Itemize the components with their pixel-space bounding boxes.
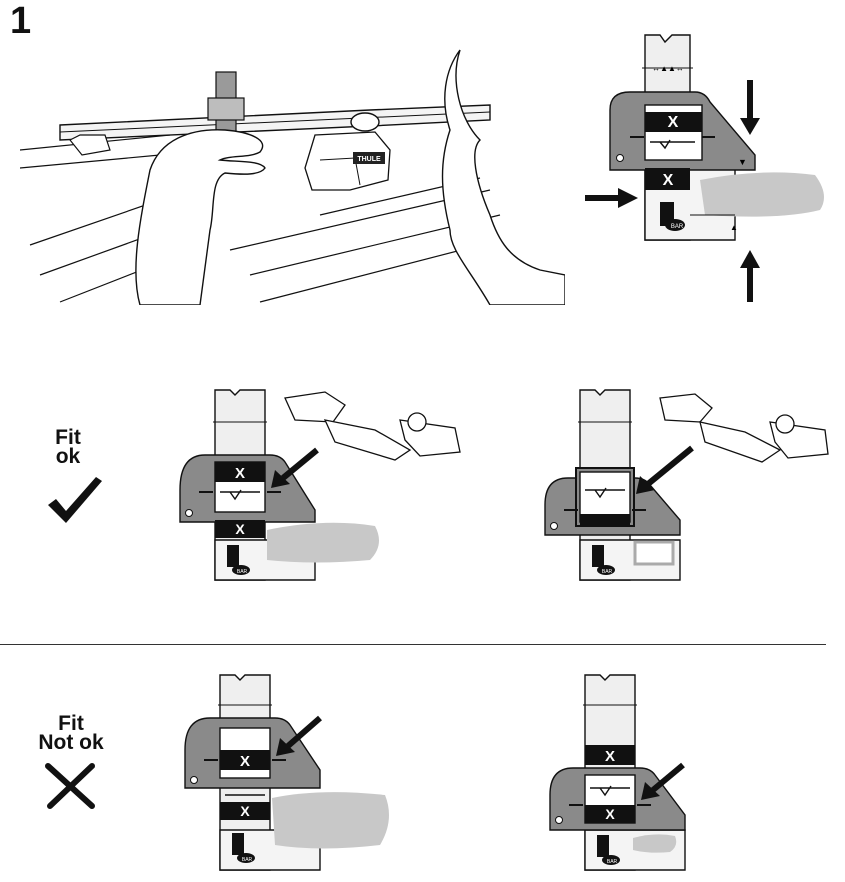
fit-not-ok-label: Fit Not ok [30, 712, 112, 755]
fit-not-ok-line2: Not ok [38, 731, 104, 755]
svg-text:BAR: BAR [242, 857, 253, 863]
fit-ok-line2: ok [55, 445, 81, 469]
fit-not-ok-example-2: X X BAR [549, 674, 686, 871]
svg-text:X: X [240, 753, 250, 770]
fit-not-ok-line1: Fit [58, 712, 84, 735]
fit-ok-example-1: X X BAR [179, 389, 461, 581]
svg-text:X: X [605, 748, 615, 765]
fit-not-ok-example-1: X X BAR [184, 674, 389, 871]
svg-text:X: X [663, 172, 674, 189]
arrow-up-icon [740, 250, 760, 268]
svg-text:↔▲▲↔: ↔▲▲↔ [652, 64, 684, 73]
svg-text:X: X [235, 521, 245, 537]
svg-text:▲: ▲ [730, 223, 738, 232]
fit-ok-label: Fit ok [48, 426, 88, 469]
fit-ok-line1: Fit [55, 426, 81, 449]
svg-text:X: X [605, 806, 615, 822]
svg-text:▼: ▼ [738, 157, 747, 167]
arrow-down-icon [740, 118, 760, 135]
thule-logo [353, 152, 385, 164]
section-divider [0, 644, 826, 645]
fit-ok-example-2: BAR [544, 389, 829, 581]
svg-text:THULE: THULE [357, 156, 381, 163]
gauge-insertion-diagram: ↔▲▲↔ ▼ X X BAR ▲ [585, 34, 824, 302]
svg-text:BAR: BAR [602, 569, 613, 575]
svg-text:X: X [235, 465, 245, 482]
cross-icon [45, 763, 95, 809]
arrow-right-icon [618, 188, 638, 208]
svg-text:BAR: BAR [607, 859, 618, 865]
checkmark-icon [48, 477, 102, 523]
svg-text:X: X [240, 803, 250, 819]
step-number: 1 [10, 0, 32, 42]
svg-text:BAR: BAR [237, 569, 248, 575]
svg-text:BAR: BAR [671, 224, 684, 230]
svg-text:X: X [668, 114, 679, 131]
roof-bar-illustration: THULE [20, 49, 565, 305]
